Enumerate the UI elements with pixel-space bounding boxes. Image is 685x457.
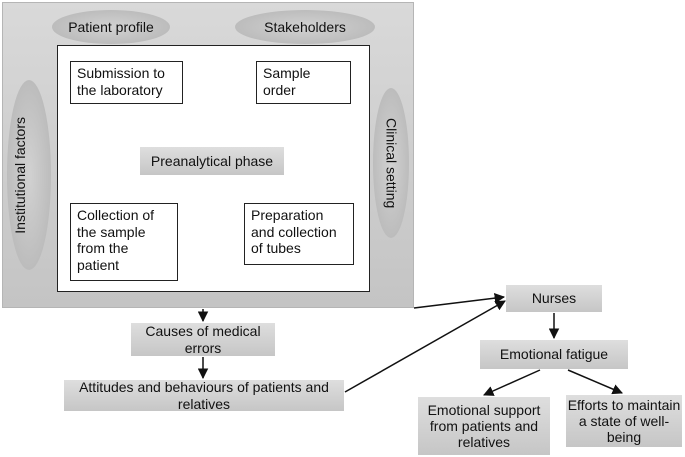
arrow-attitudes-to-nurses [344,300,506,393]
submission-label: Submission to the laboratory [77,65,165,98]
emotional-support-box: Emotional support from patients and rela… [418,397,550,455]
arrow-frame-to-nurses [413,292,506,309]
submission-box: Submission to the laboratory [70,61,183,104]
attitudes-label: Attitudes and behaviours of patients and… [79,379,329,412]
preanalytical-phase-box: Preanalytical phase [140,147,284,175]
preanalytical-phase-label: Preanalytical phase [150,152,274,169]
emotional-fatigue-label: Emotional fatigue [499,346,609,363]
clinical-setting-node: Clinical setting [373,88,409,238]
causes-box: Causes of medical errors [131,323,275,356]
institutional-factors-node: Institutional factors [7,80,51,270]
arrow-fatigue-to-efforts [567,369,623,395]
sample-order-box: Sample order [256,61,351,104]
preparation-box: Preparation and collection of tubes [244,203,354,265]
collection-box: Collection of the sample from the patien… [70,203,178,281]
arrow-fatigue-to-support [483,369,541,396]
causes-label: Causes of medical errors [145,323,261,356]
emotional-fatigue-box: Emotional fatigue [480,340,628,369]
efforts-label: Efforts to maintain a state of well-bein… [567,396,681,446]
nurses-label: Nurses [531,290,577,307]
clinical-setting-label: Clinical setting [383,117,400,209]
emotional-support-label: Emotional support from patients and rela… [427,401,541,451]
patient-profile-label: Patient profile [68,19,154,35]
stakeholders-label: Stakeholders [264,19,346,35]
sample-order-label: Sample order [263,65,311,98]
preparation-label: Preparation and collection of tubes [251,207,337,257]
nurses-box: Nurses [506,285,602,312]
attitudes-box: Attitudes and behaviours of patients and… [64,379,344,412]
collection-label: Collection of the sample from the patien… [77,207,155,273]
efforts-box: Efforts to maintain a state of well-bein… [566,395,682,447]
stakeholders-node: Stakeholders [235,10,375,44]
patient-profile-node: Patient profile [52,10,170,44]
